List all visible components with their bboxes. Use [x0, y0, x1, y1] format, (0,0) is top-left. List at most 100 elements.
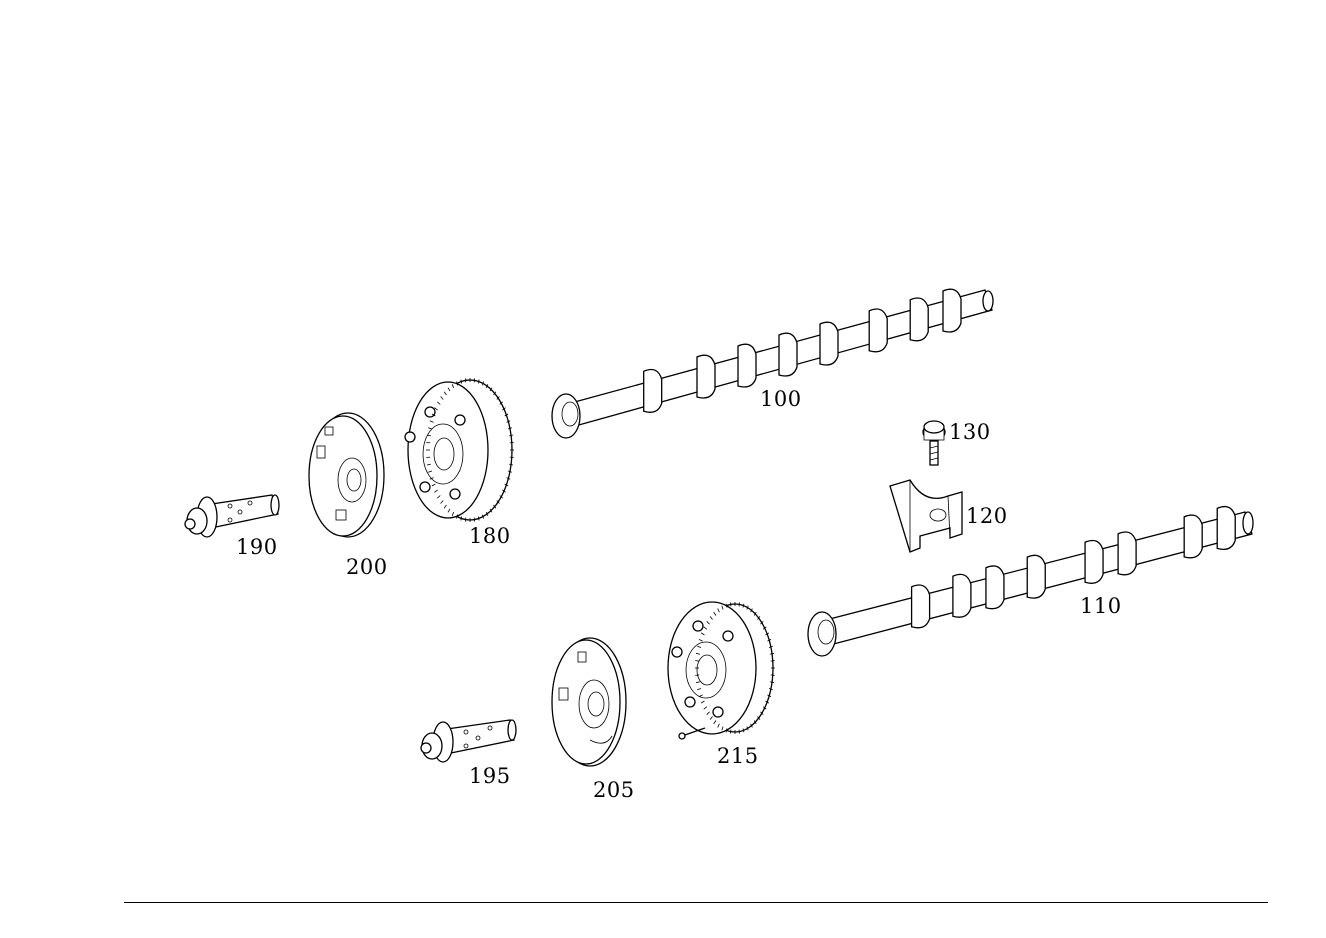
gear-tooth	[440, 396, 444, 400]
gear-tooth	[698, 639, 703, 642]
cam-lobe	[778, 332, 798, 377]
gear-tooth	[509, 434, 514, 437]
gear-tooth	[760, 621, 764, 625]
gear-tooth	[698, 694, 703, 697]
gear-tooth	[770, 681, 775, 684]
gear-tooth	[506, 477, 511, 480]
gear-tooth	[504, 413, 509, 417]
gear-tooth	[750, 608, 753, 613]
gear-tooth	[489, 508, 493, 513]
adjuster-gear-215	[667, 601, 775, 740]
gear-tooth	[493, 391, 497, 396]
label-180: 180	[469, 524, 511, 548]
gear-tooth	[750, 723, 753, 728]
gear-tooth	[428, 470, 433, 473]
gear-tooth	[493, 504, 497, 509]
gear-tooth	[460, 516, 463, 521]
gear-tooth	[713, 720, 717, 725]
gear-tooth	[742, 728, 745, 733]
gear-tooth	[721, 726, 724, 731]
gear-tooth	[485, 511, 489, 516]
gear-tooth	[713, 611, 717, 616]
gear-tooth	[499, 401, 503, 405]
gear-tooth	[753, 720, 757, 725]
camshaft-100	[551, 288, 994, 439]
gear-tooth	[746, 605, 749, 610]
gear-tooth	[451, 384, 455, 389]
gear-tooth	[762, 706, 767, 710]
gear-tooth	[700, 632, 705, 636]
label-100: 100	[760, 387, 802, 411]
gear-tooth	[481, 514, 484, 519]
gear-tooth	[762, 626, 767, 630]
gear-tooth	[431, 483, 436, 487]
gear-tooth	[429, 477, 434, 480]
label-190: 190	[236, 535, 278, 559]
label-120: 120	[966, 504, 1008, 528]
gear-tooth	[697, 688, 702, 691]
gear-tooth	[753, 611, 757, 616]
bottom-rule	[124, 902, 1268, 903]
label-110: 110	[1080, 594, 1122, 618]
cam-lobe	[910, 584, 931, 629]
gear-tooth	[746, 726, 749, 731]
gear-tooth	[765, 632, 770, 636]
cam-lobe	[1117, 531, 1137, 576]
gear-tooth	[760, 711, 764, 715]
gear-tooth	[434, 489, 438, 493]
gear-tooth	[507, 427, 512, 430]
gear-tooth	[437, 495, 441, 499]
gear-tooth	[703, 626, 708, 630]
gear-tooth	[703, 706, 708, 710]
gear-tooth	[443, 391, 447, 396]
gear-tooth	[496, 396, 500, 400]
cam-lobe	[1216, 505, 1236, 551]
gear-tooth	[757, 716, 761, 720]
gear-tooth	[695, 652, 700, 655]
cam-lobe	[737, 343, 757, 388]
gear-tooth	[504, 483, 509, 487]
gear-tooth	[460, 379, 463, 384]
control-valve-195	[420, 719, 517, 763]
cover-plate-200	[308, 412, 385, 538]
label-215: 215	[717, 744, 759, 768]
gear-tooth	[709, 616, 713, 620]
gear-tooth	[506, 420, 511, 423]
control-valve-190	[184, 494, 280, 538]
label-130: 130	[949, 420, 991, 444]
cam-lobe	[1084, 539, 1104, 584]
gear-tooth	[706, 711, 710, 715]
gear-tooth	[695, 681, 700, 684]
gear-tooth	[447, 387, 451, 392]
gear-tooth	[481, 381, 484, 386]
gear-tooth	[426, 463, 431, 466]
label-200: 200	[346, 555, 388, 579]
gear-tooth	[443, 504, 447, 509]
gear-tooth	[477, 379, 480, 384]
gear-tooth	[765, 700, 770, 704]
gear-tooth	[434, 407, 438, 411]
gear-tooth	[502, 489, 506, 493]
cam-lobe	[942, 288, 962, 333]
gear-tooth	[485, 384, 489, 389]
cam-lobe	[985, 565, 1005, 610]
gear-tooth	[428, 427, 433, 430]
gear-tooth	[437, 401, 441, 405]
gear-tooth	[725, 728, 728, 733]
gear-tooth	[706, 621, 710, 625]
gear-tooth	[509, 463, 514, 466]
cam-lobe	[819, 321, 839, 366]
gear-tooth	[767, 694, 772, 697]
cam-lobe	[643, 368, 663, 413]
gear-tooth	[757, 616, 761, 620]
gear-tooth	[496, 500, 500, 504]
gear-tooth	[770, 652, 775, 655]
gear-tooth	[440, 500, 444, 504]
gear-tooth	[709, 716, 713, 720]
gear-tooth	[742, 603, 745, 608]
gear-tooth	[768, 645, 773, 648]
gear-tooth	[456, 514, 459, 519]
cam-lobe	[909, 297, 929, 342]
cam-lobe	[952, 573, 972, 618]
